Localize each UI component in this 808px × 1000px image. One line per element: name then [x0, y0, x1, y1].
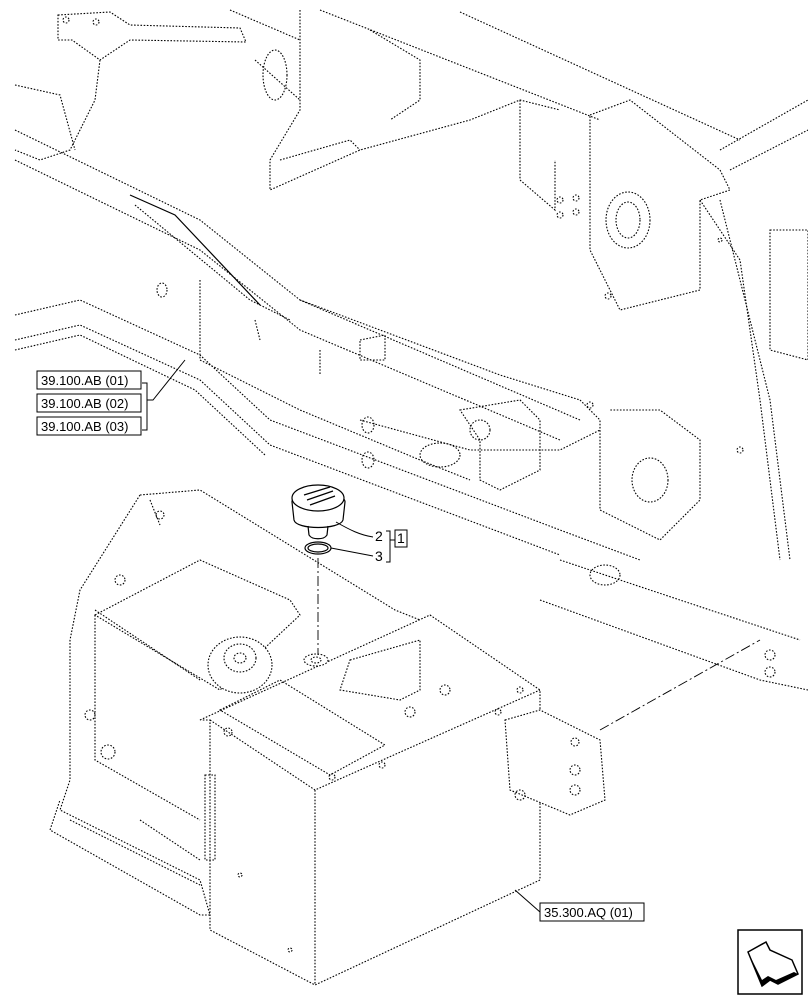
reference-label: 39.100.AB (02)	[41, 396, 128, 411]
vehicle-frame	[14, 9, 808, 691]
reference-frame-3[interactable]: 39.100.AB (03)	[36, 416, 142, 436]
o-ring-part	[304, 541, 332, 555]
leader-tank-ref	[514, 889, 541, 913]
leader-item-3	[330, 547, 374, 557]
filler-cap-part	[291, 484, 346, 540]
callout-kit: 1	[397, 530, 405, 546]
leader-item-2	[335, 521, 374, 538]
alignment-line	[599, 639, 761, 731]
reference-tank[interactable]: 35.300.AQ (01)	[539, 902, 645, 922]
next-page-arrow-icon[interactable]	[737, 929, 803, 995]
tank-breather-cap	[207, 636, 273, 694]
reference-frame-1[interactable]: 39.100.AB (01)	[36, 370, 142, 390]
leader-frame-ref	[142, 359, 186, 431]
kit-callout: 1	[394, 529, 408, 548]
reference-label: 39.100.AB (01)	[41, 373, 128, 388]
tank-assembly	[49, 489, 606, 986]
callout-item-2: 2	[375, 528, 383, 544]
reference-label: 39.100.AB (03)	[41, 419, 128, 434]
kit-bracket	[386, 530, 395, 563]
reference-label: 35.300.AQ (01)	[544, 905, 633, 920]
reference-frame-2[interactable]: 39.100.AB (02)	[36, 393, 142, 413]
callout-item-3: 3	[375, 548, 383, 564]
